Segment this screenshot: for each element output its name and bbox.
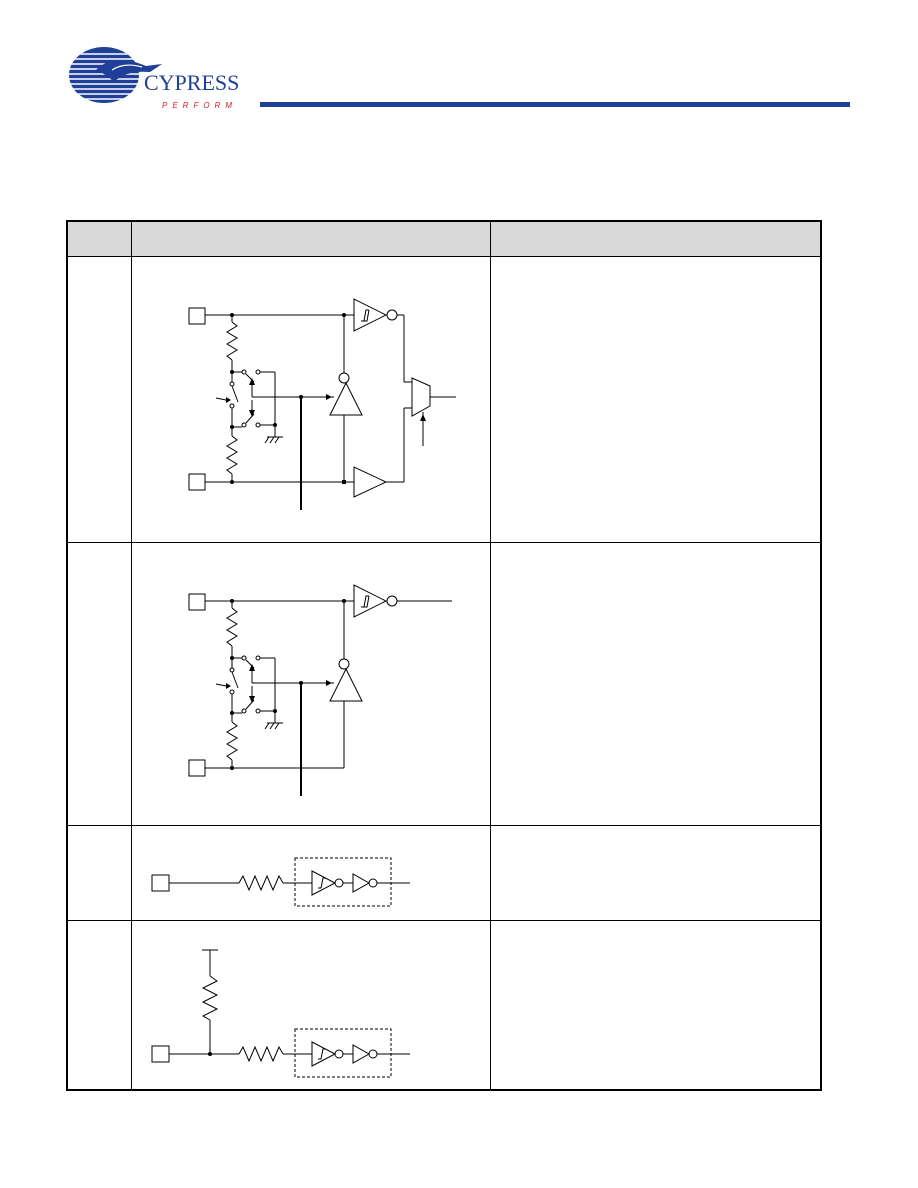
schmitt-trigger-icon <box>353 298 388 332</box>
resistor-icon <box>226 607 238 647</box>
schematic-series-resistor <box>151 857 410 907</box>
resistor-icon <box>238 874 284 892</box>
resistor-icon <box>201 975 219 1021</box>
cypress-logo: CYPRESS PERFORM <box>69 47 239 110</box>
logo-wordmark: CYPRESS <box>144 70 239 95</box>
resistor-icon <box>238 1045 284 1063</box>
schmitt-trigger-icon <box>311 1041 337 1067</box>
pad-icon <box>151 874 170 892</box>
pad-top-icon <box>188 307 206 325</box>
pad-bottom-icon <box>188 759 206 777</box>
column-divider <box>131 222 132 1089</box>
pad-bottom-icon <box>188 473 206 491</box>
input-buffer-box <box>294 1028 392 1078</box>
logo-tagline: PERFORM <box>162 101 237 110</box>
row-divider <box>68 542 820 543</box>
pad-icon <box>151 1045 170 1063</box>
buffer-icon <box>353 466 388 498</box>
schematic-bidirectional-divider <box>188 298 456 510</box>
spec-table <box>66 220 822 1091</box>
buffer-icon <box>352 873 371 893</box>
resistor-icon <box>226 435 238 475</box>
header-rule <box>260 102 850 107</box>
logo-globe-icon <box>69 47 162 103</box>
comparator-icon <box>329 381 363 416</box>
row-divider <box>68 920 820 921</box>
buffer-icon <box>352 1044 371 1064</box>
schmitt-trigger-icon <box>353 584 388 618</box>
schmitt-trigger-icon <box>311 870 337 896</box>
schematic-divider-comparator <box>188 584 452 796</box>
resistor-icon <box>226 721 238 761</box>
pad-top-icon <box>188 593 206 611</box>
table-header-row <box>68 222 820 257</box>
schematic-pullup-series-resistor <box>151 949 410 1078</box>
input-buffer-box <box>294 857 392 907</box>
row-divider <box>68 825 820 826</box>
column-divider <box>490 222 491 1089</box>
resistor-icon <box>226 321 238 361</box>
comparator-icon <box>329 667 363 702</box>
page-header: CYPRESS PERFORM <box>0 0 918 120</box>
mux-icon <box>411 377 431 417</box>
